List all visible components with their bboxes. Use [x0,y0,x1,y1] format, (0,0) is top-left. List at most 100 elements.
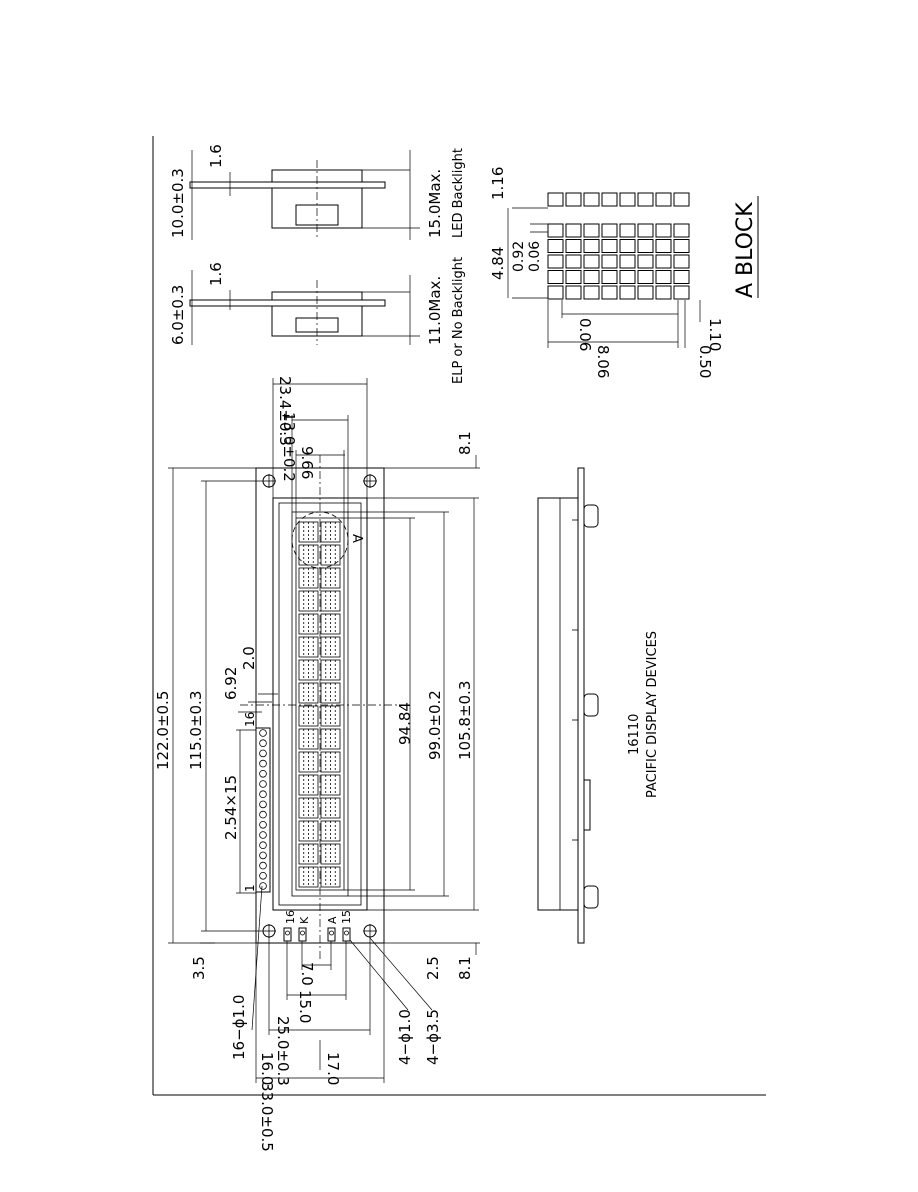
cursor-dot [601,192,618,207]
led-max: 15.0Max. [426,169,444,238]
char-cell [298,866,319,888]
mount-hole-note-b: 4−ϕ3.5 [424,1009,442,1065]
dim-outer-length: 122.0±0.5 [154,691,172,770]
side-profile [537,467,599,944]
pin-pad [259,739,267,747]
right-dimension-lines [344,455,480,955]
char-cell [320,567,341,589]
matrix-dot [565,270,582,284]
label-k: K [298,916,311,924]
char-cell [320,774,341,796]
dim-outer-width: 33.0±0.5 [258,1082,276,1152]
block-dot-pitch: 0.92 [511,241,527,272]
pin-pad [259,729,267,737]
pin-16-label: 16 [243,712,257,727]
front-view: A [240,455,400,960]
matrix-dot [547,239,564,253]
pin-1-label: 1 [243,884,257,892]
char-cell [298,636,319,658]
cursor-dot [637,192,654,207]
char-cell [320,636,341,658]
pin-hole-note: 16−ϕ1.0 [230,995,248,1060]
matrix-dot [583,239,600,253]
matrix-dot [547,223,564,238]
pin-pad [259,831,267,839]
elp-thickness: 6.0±0.3 [169,285,187,345]
model-number: 16110 [627,714,642,755]
matrix-dot [673,285,690,300]
dim-edge-margin: 8.1 [456,956,474,980]
matrix-dot [547,270,564,284]
length-dimension-lines [168,467,278,944]
dim-hole-spacing: 115.0±0.3 [187,691,205,770]
pin-pad [259,749,267,758]
matrix-dot [655,285,672,300]
dim-edge-margin-top: 8.1 [456,431,474,455]
pin-pad [259,780,267,788]
elp-pcb: 1.6 [207,262,225,286]
matrix-dot [565,239,582,253]
matrix-dot [583,254,600,269]
char-cell [298,682,319,704]
block-dot-width: 0.06 [576,318,594,351]
char-cell [298,797,319,819]
matrix-dot [601,239,618,253]
dim-half-width-b: 17.0 [324,1052,342,1085]
matrix-dot [637,254,654,269]
matrix-dot [637,239,654,253]
char-cell [298,659,319,681]
character-grid [298,521,341,888]
dim-bezel-width: 23.4±0.3 [276,376,294,446]
dim-bezel-length: 105.8±0.3 [456,681,474,760]
char-cell [298,521,319,543]
matrix-dot [673,223,690,238]
dim-pin-pitch: 2.54×15 [222,775,240,840]
char-cell [320,544,341,566]
side-view-led: 10.0±0.3 1.6 15.0Max. LED Backlight [169,144,466,240]
char-cell [320,590,341,612]
block-title: A BLOCK [733,202,758,298]
elp-max: 11.0Max. [426,276,444,345]
dim-active-area: 94.84 [396,702,414,745]
matrix-dot [655,270,672,284]
dim-pcb-width-7: 7.0 [298,962,316,986]
matrix-dot [565,254,582,269]
block-char-gap: 1.10 [706,318,724,351]
matrix-dot [547,254,564,269]
pin-pad [259,810,267,819]
label-a: A [326,916,339,924]
top-dimension-lines [272,378,368,518]
char-cell [298,774,319,796]
matrix-dot [637,223,654,238]
char-cell [320,797,341,819]
matrix-dot [655,223,672,238]
matrix-dot [619,239,636,253]
matrix-dot [619,270,636,284]
label-16: 16 [284,910,297,924]
a-block-detail: 1.16 4.84 0.92 0.06 0.06 8.06 1.10 0.50 … [489,167,759,378]
char-cell [320,659,341,681]
matrix-dot [655,239,672,253]
char-cell [298,728,319,750]
cursor-dot [565,192,582,207]
matrix-dot [601,270,618,284]
side-view-elp: 6.0±0.3 1.6 11.0Max. ELP or No Backlight [169,257,466,384]
char-cell [320,751,341,773]
char-cell [320,820,341,842]
matrix-dot [619,254,636,269]
cursor-dot [583,192,600,207]
led-thickness: 10.0±0.3 [169,168,187,238]
pin-pad [259,882,267,890]
cursor-dot [655,192,672,207]
char-cell [298,613,319,635]
bottom-dimension-lines [251,885,433,1083]
company-name: PACIFIC DISPLAY DEVICES [645,631,660,798]
block-char-gap-b: 0.50 [696,345,714,378]
matrix-dot [583,285,600,300]
char-cell [320,705,341,727]
char-cell [298,705,319,727]
char-cell [298,751,319,773]
pin-pad [259,871,267,880]
